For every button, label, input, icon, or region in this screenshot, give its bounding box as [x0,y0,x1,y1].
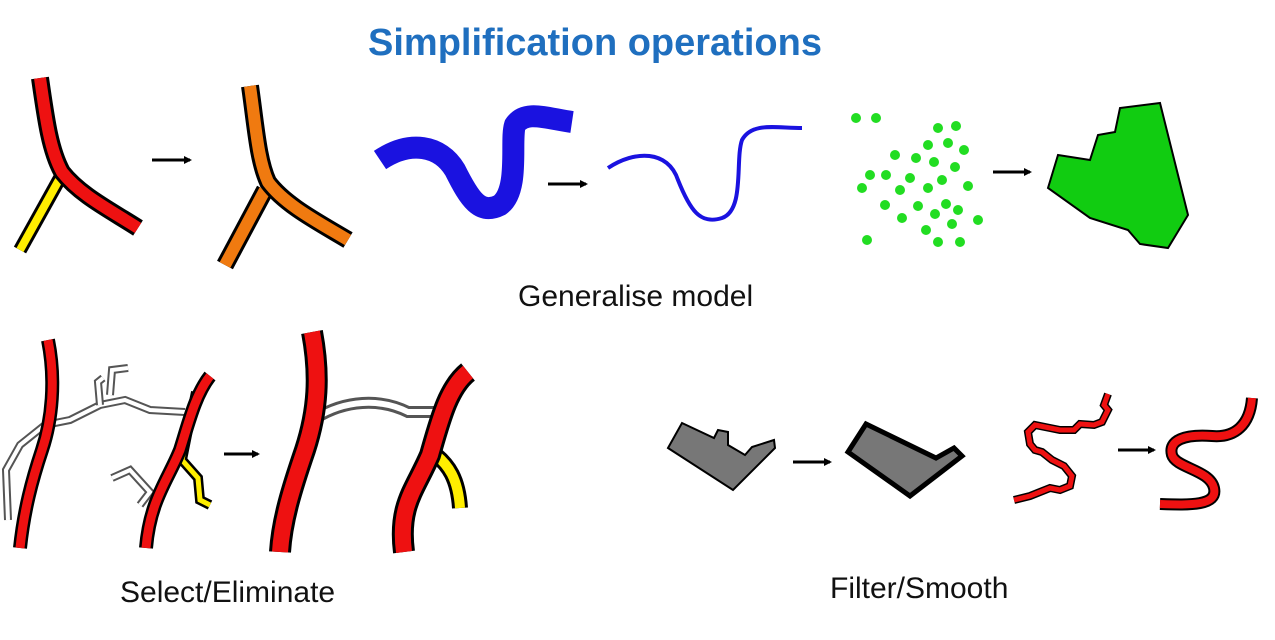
area-polygon [1046,101,1190,250]
network-after [269,329,476,554]
road-junction-after [217,84,353,270]
road-junction-before [13,76,143,254]
road-jagged-before [1013,392,1113,504]
caption-generalise-model: Generalise model [518,280,754,313]
point-cluster [851,113,983,247]
wide-river-before [373,105,574,220]
diagram-title: Simplification operations [368,22,822,64]
building-after [844,420,966,500]
caption-filter-smooth: Filter/Smooth [830,572,1009,605]
line-river-after [606,125,803,222]
caption-select-eliminate: Select/Eliminate [120,576,336,609]
building-before [666,421,777,492]
network-before [1,338,216,549]
